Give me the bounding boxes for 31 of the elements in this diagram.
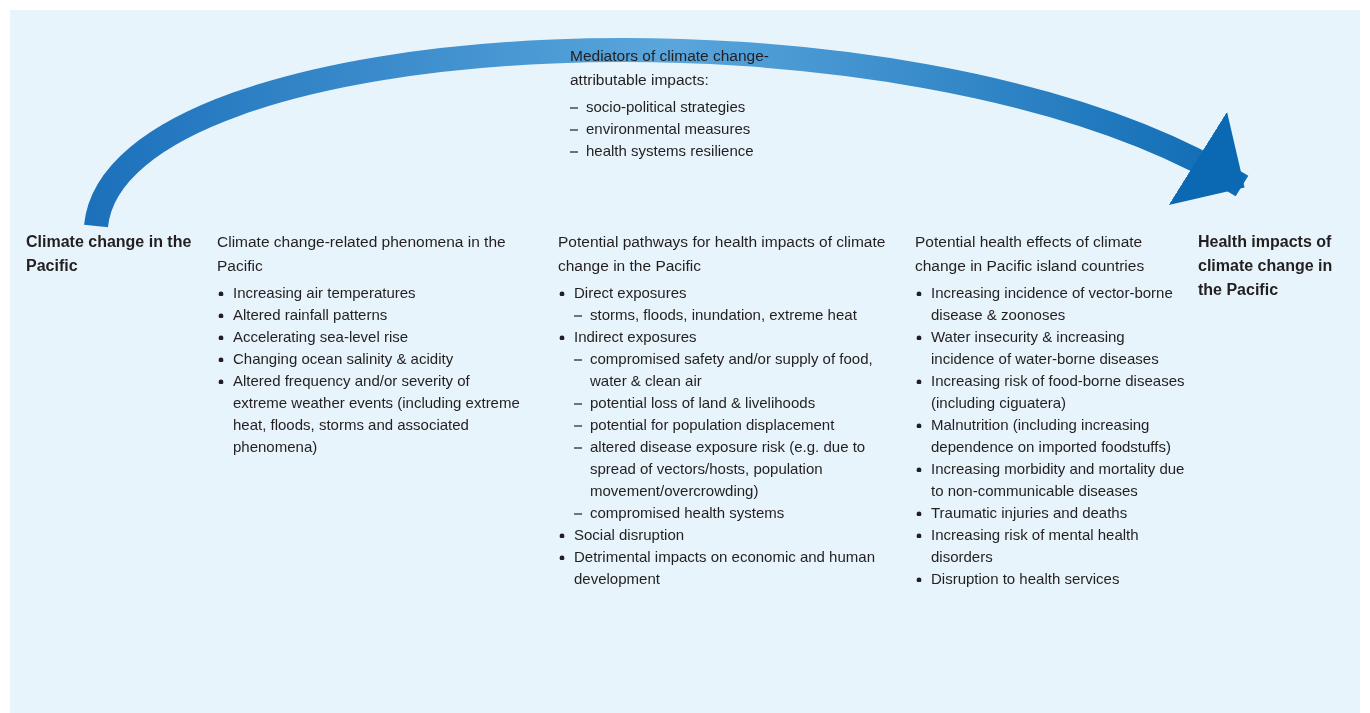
list-text: Disruption to health services [931, 570, 1120, 587]
list-text: Increasing morbidity and mortality due to non-communicable diseases [931, 460, 1185, 499]
list-text: Increasing risk of mental health disorders [931, 526, 1139, 565]
list-text: Changing ocean salinity & acidity [233, 350, 454, 367]
list-text: Social disruption [574, 526, 685, 543]
list-text: Indirect exposures [574, 328, 697, 345]
list-text: Increasing air temperatures [233, 284, 416, 301]
stage-label: Health impacts of climate change in the Pacific [1198, 230, 1358, 302]
column-heading: Potential pathways for health impacts of climate change in the Pacific [558, 232, 887, 276]
list-text: Increasing risk of food-borne diseases (including ciguatera) [931, 372, 1185, 411]
list-text: potential loss of land & livelihoods [590, 394, 816, 411]
list-text: Increasing incidence of vector-borne disease & zoonoses [931, 284, 1173, 323]
stage-label: Climate change in the Pacific [26, 230, 206, 278]
list-text: Accelerating sea-level rise [233, 328, 409, 345]
list-text: Direct exposures [574, 284, 687, 301]
list-text: altered disease exposure risk (e.g. due to spread of vectors/hosts, population movement/overcrowding) [590, 438, 866, 499]
list-text: Malnutrition (including increasing dependence on imported foodstuffs) [931, 416, 1171, 455]
list-text: Altered frequency and/or severity of extreme weather events (including extreme heat, floods, storms and associated phenomena) [233, 372, 520, 455]
list-text: health systems resilience [586, 142, 754, 159]
list-text: potential for population displacement [590, 416, 835, 433]
list-text: Traumatic injuries and deaths [931, 504, 1128, 521]
list-text: compromised health systems [590, 504, 785, 521]
column-heading: Mediators of climate change-attributable impacts: [570, 46, 770, 90]
list-text: Water insecurity & increasing incidence of water-borne diseases [931, 328, 1159, 367]
column-heading: Climate change-related phenomena in the Pacific [217, 232, 507, 276]
list-text: environmental measures [586, 120, 751, 137]
list-text: socio-political strategies [586, 98, 746, 115]
list-text: Altered rainfall patterns [233, 306, 388, 323]
list-text: storms, floods, inundation, extreme heat [590, 306, 857, 323]
column-heading: Potential health effects of climate change in Pacific island countries [915, 232, 1146, 276]
list-text: Detrimental impacts on economic and human development [574, 548, 875, 587]
